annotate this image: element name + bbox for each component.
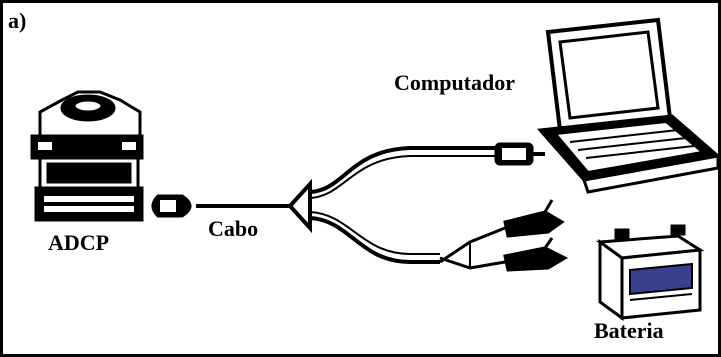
cable-connector — [151, 194, 290, 218]
car-battery — [595, 224, 705, 321]
bateria-label: Bateria — [594, 318, 664, 343]
cabo-label: Cabo — [208, 216, 259, 241]
serial-connector — [494, 142, 545, 166]
computador-label: Computador — [394, 70, 516, 95]
panel-label: a) — [8, 8, 27, 33]
battery-clamps — [439, 199, 569, 272]
adcp-device — [30, 90, 144, 222]
y-splitter — [287, 146, 496, 264]
adcp-label: ADCP — [48, 230, 110, 255]
laptop-computer — [536, 17, 721, 194]
